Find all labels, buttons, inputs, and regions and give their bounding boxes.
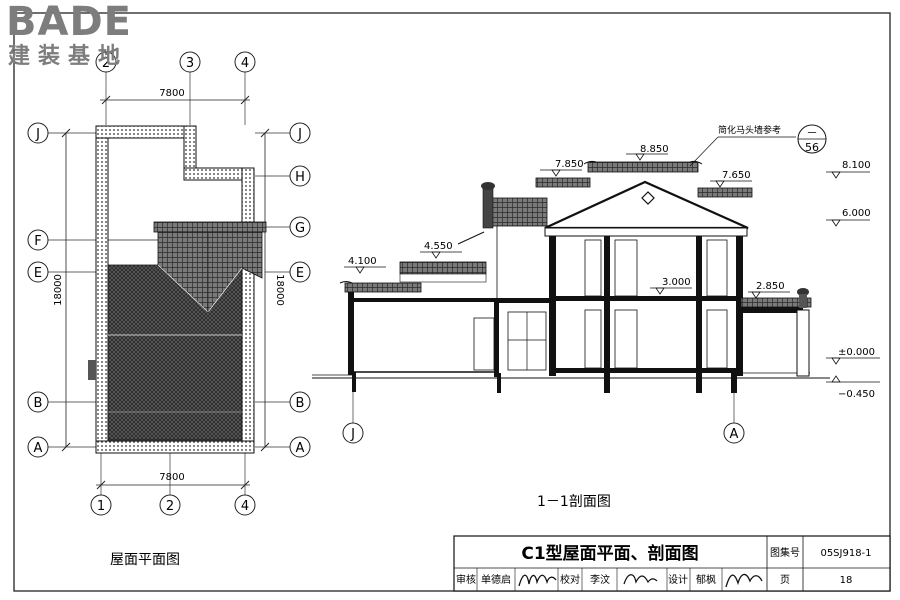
svg-text:2.850: 2.850 <box>756 281 785 292</box>
elevation-minus-0450: −0.450 <box>826 375 880 400</box>
review-label: 审核 <box>456 573 476 586</box>
plan-dim-left: 18000 <box>53 274 64 306</box>
plan-axes-top: 2 3 4 7800 <box>95 51 256 125</box>
plan-dim-right: 18000 <box>274 274 285 306</box>
section-left-wing <box>339 231 497 392</box>
section-drawing: 8.850 7.850 7.650 8.100 6.000 <box>312 124 880 510</box>
section-axes: J A <box>342 392 745 444</box>
svg-text:8.100: 8.100 <box>842 160 871 171</box>
section-right-wing <box>740 288 812 377</box>
plan-axis-top-3: 3 <box>186 56 194 71</box>
plan-axis-A-left: A <box>34 441 43 456</box>
plan-axis-J-left: J <box>35 127 40 142</box>
atlas-label: 图集号 <box>770 546 800 559</box>
plan-axis-bottom-4: 4 <box>241 499 249 514</box>
svg-text:6.000: 6.000 <box>842 208 871 219</box>
section-elevations: 8.850 7.850 7.650 8.100 6.000 <box>344 144 880 400</box>
detail-ref-bottom: 56 <box>805 141 819 154</box>
plan-axis-bottom-1: 1 <box>97 499 105 514</box>
elevation-8850: 8.850 <box>626 144 669 161</box>
svg-text:−0.450: −0.450 <box>838 389 875 400</box>
atlas-number: 05SJ918-1 <box>820 548 871 559</box>
plan-dim-bottom: 7800 <box>159 472 184 483</box>
plan-axis-E-right: E <box>296 266 304 281</box>
section-note-text: 简化马头墙参考 <box>718 124 781 136</box>
plan-axis-bottom-2: 2 <box>166 499 174 514</box>
roof-plan: 2 3 4 7800 7800 1 2 4 <box>27 51 311 568</box>
sheet-border <box>13 12 891 592</box>
elevation-2850: 2.850 <box>748 281 790 299</box>
plan-axes-rows: J J H G F E E B B <box>27 122 311 458</box>
svg-text:8.850: 8.850 <box>640 144 669 155</box>
watermark-logo: BADE 建装基地 <box>6 0 156 74</box>
title-block: C1型屋面平面、剖面图 图集号 05SJ918-1 审核 单德启 校对 李汶 设… <box>453 535 891 592</box>
svg-text:4.550: 4.550 <box>424 241 453 252</box>
plan-walls <box>88 125 255 454</box>
reviewer-name: 单德启 <box>481 573 511 586</box>
detail-ref-top: 一 <box>807 129 816 139</box>
checker-name: 李汶 <box>590 573 610 586</box>
plan-vertical-dims: 18000 18000 <box>53 128 285 452</box>
plan-roof <box>107 221 267 441</box>
elevation-4100: 4.100 <box>344 256 386 274</box>
svg-text:3.000: 3.000 <box>662 277 691 288</box>
elevation-6000: 6.000 <box>826 208 871 227</box>
checker-signature <box>623 574 658 585</box>
plan-axis-G-right: G <box>295 221 305 236</box>
designer-name: 郁枫 <box>696 573 716 586</box>
plan-axis-A-right: A <box>296 441 305 456</box>
section-axis-J: J <box>350 427 355 442</box>
svg-text:±0.000: ±0.000 <box>838 347 875 358</box>
watermark-latin: BADE <box>6 0 132 45</box>
plan-axis-top-2: 2 <box>102 56 110 71</box>
drawing-title: C1型屋面平面、剖面图 <box>521 543 698 564</box>
plan-axes-bottom: 7800 1 2 4 <box>90 450 256 516</box>
svg-text:7.650: 7.650 <box>722 170 751 181</box>
check-label: 校对 <box>560 573 580 586</box>
plan-axis-E-left: E <box>34 266 42 281</box>
plan-axis-H-right: H <box>295 170 305 185</box>
page-number: 18 <box>840 575 853 586</box>
elevation-3000: 3.000 <box>650 277 692 295</box>
svg-text:4.100: 4.100 <box>348 256 377 267</box>
section-detail-note: 简化马头墙参考 一 56 <box>689 124 827 167</box>
plan-axis-F-left: F <box>34 234 41 249</box>
elevation-0000: ±0.000 <box>826 347 880 365</box>
watermark-cjk: 建装基地 <box>8 44 129 69</box>
elevation-4550: 4.550 <box>420 241 462 259</box>
plan-axis-J-right: J <box>297 127 302 142</box>
elevation-7850: 7.850 <box>540 159 584 177</box>
svg-text:7.850: 7.850 <box>555 159 584 170</box>
plan-caption: 屋面平面图 <box>110 552 180 568</box>
plan-axis-B-right: B <box>296 396 305 411</box>
page-label: 页 <box>780 574 790 586</box>
plan-axis-B-left: B <box>34 396 43 411</box>
elevation-8100: 8.100 <box>826 160 871 179</box>
design-label: 设计 <box>668 573 688 586</box>
plan-axis-top-4: 4 <box>241 56 249 71</box>
section-caption: 1－1剖面图 <box>537 494 611 510</box>
elevation-7650: 7.650 <box>710 170 752 188</box>
reviewer-signature <box>518 574 557 587</box>
section-axis-A: A <box>730 427 739 442</box>
section-main-house <box>497 160 753 393</box>
plan-dim-top: 7800 <box>159 88 184 99</box>
designer-signature <box>725 573 763 588</box>
section-middle-block <box>473 182 555 377</box>
